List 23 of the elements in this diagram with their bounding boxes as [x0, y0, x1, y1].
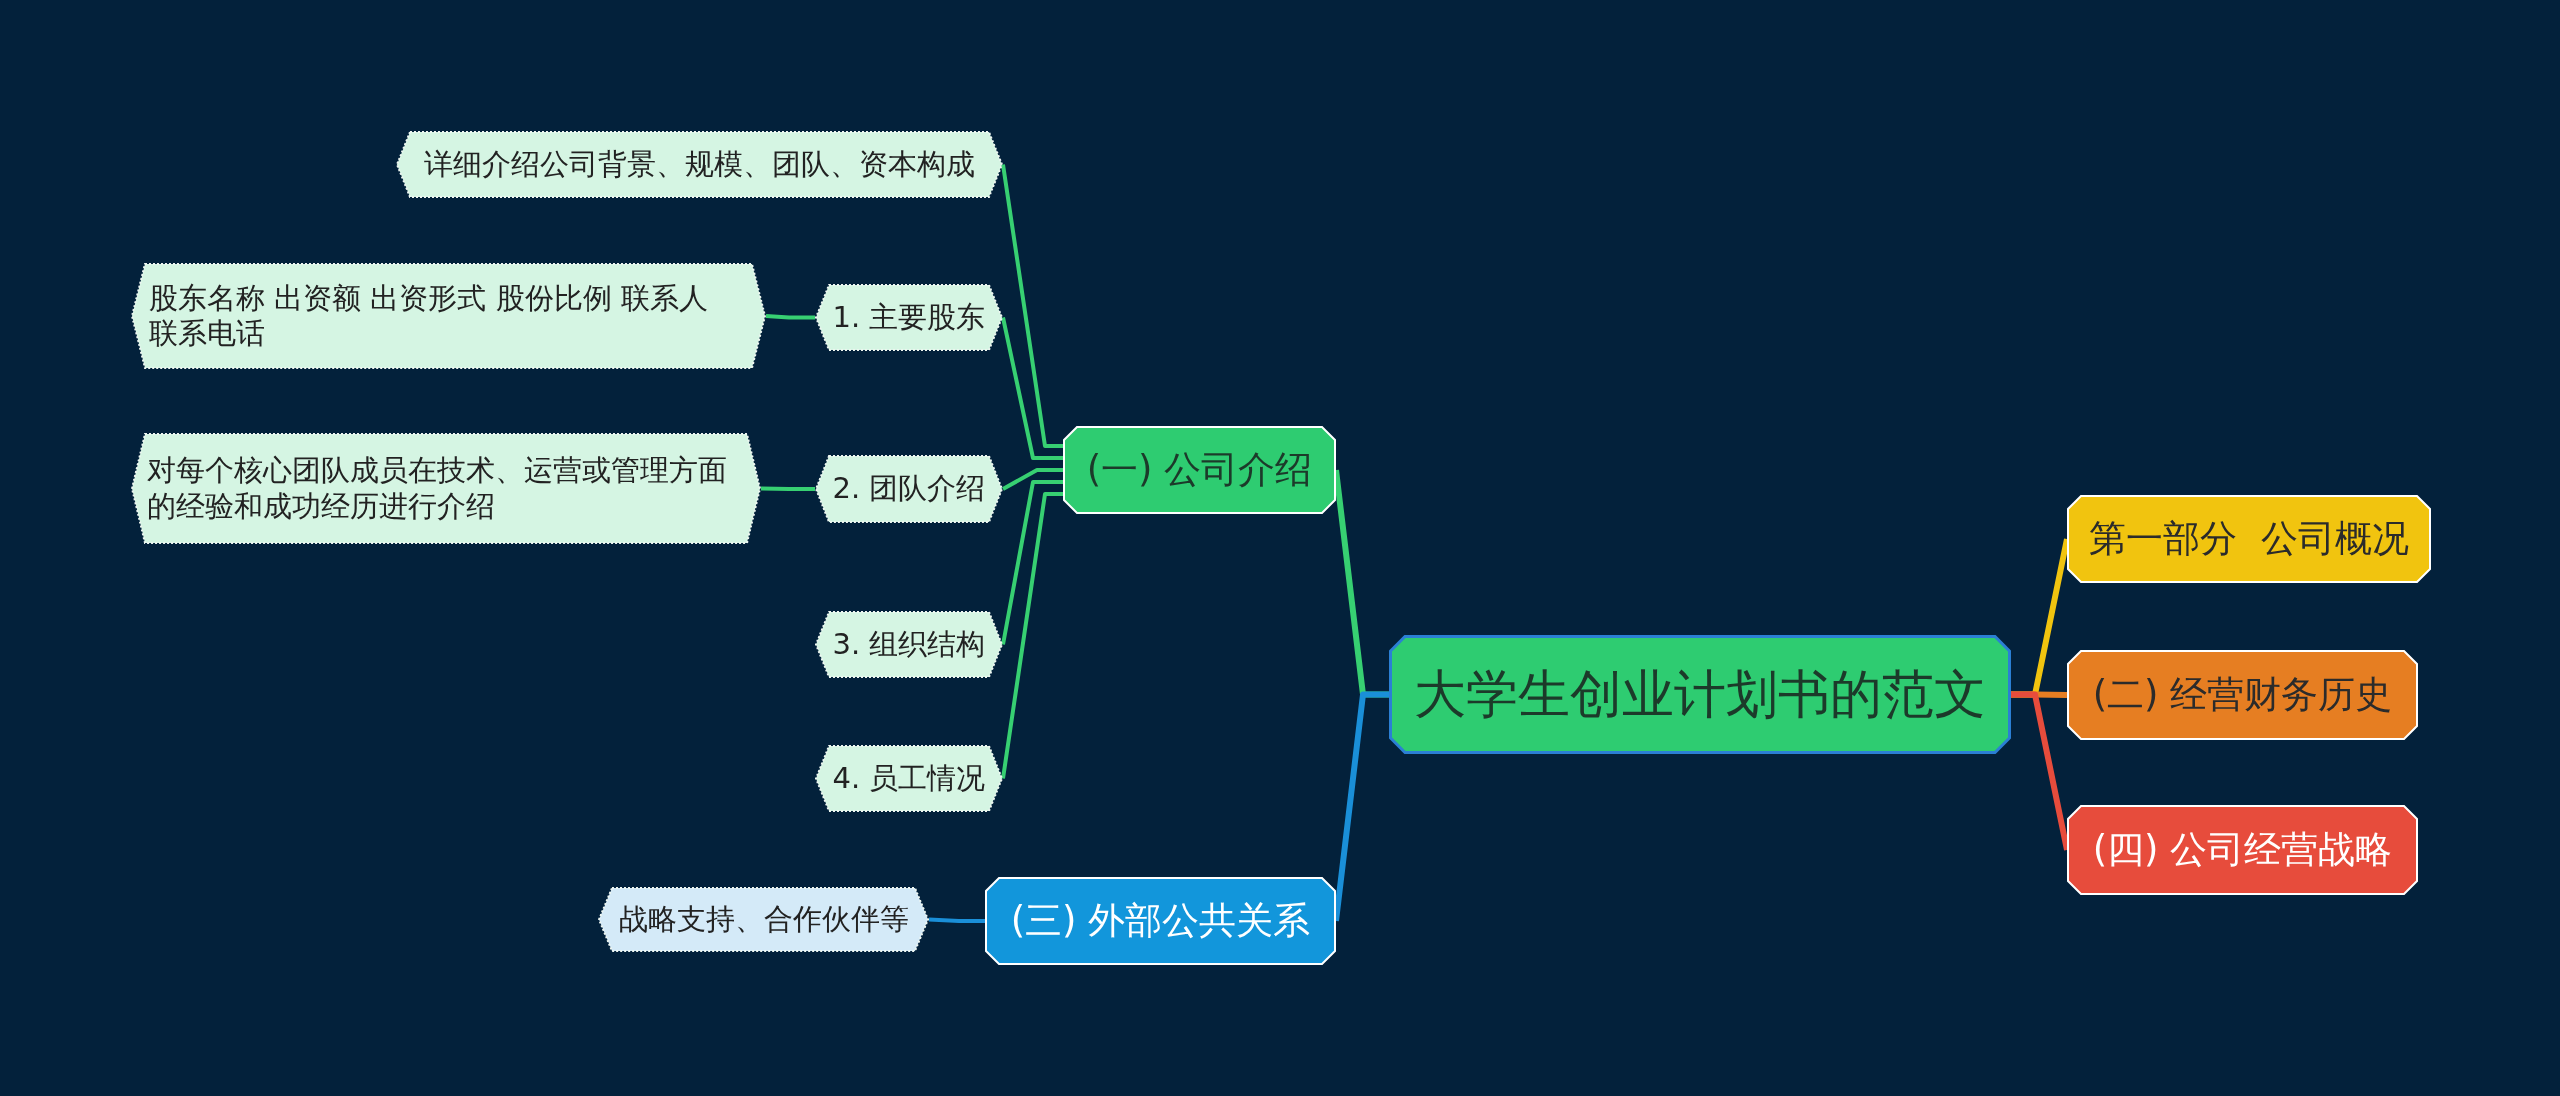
- connector-line: [760, 486, 815, 491]
- subtopic-box: 4. 员工情况: [815, 745, 1003, 812]
- topic-box: (四) 公司经营战略: [2067, 805, 2418, 895]
- connector-line: [1001, 164, 1063, 448]
- connector-line: [1001, 480, 1063, 645]
- topic-box: 第一部分 公司概况: [2067, 495, 2431, 583]
- subtopic-box: 3. 组织结构: [815, 611, 1003, 678]
- subtopic-box: 详细介绍公司背景、规模、团队、资本构成: [396, 131, 1003, 198]
- subtopic-box: 对每个核心团队成员在技术、运营或管理方面的经验和成功经历进行介绍: [131, 433, 761, 544]
- topic-box: (三) 外部公共关系: [985, 877, 1336, 965]
- connector-line: [1001, 317, 1063, 460]
- connector-line: [928, 917, 985, 923]
- subtopic-box: 股东名称 出资额 出资形式 股份比例 联系人联系电话: [131, 263, 766, 369]
- connector-line: [1002, 468, 1063, 491]
- central-topic-box: 大学生创业计划书的范文: [1389, 635, 2011, 754]
- topic-box: (二) 经营财务历史: [2067, 650, 2418, 740]
- subtopic-box: 2. 团队介绍: [815, 455, 1003, 523]
- connector-line: [1333, 691, 1389, 922]
- topic-box: (一) 公司介绍: [1063, 426, 1336, 514]
- subtopic-box: 战略支持、合作伙伴等: [598, 887, 929, 952]
- connector-line: [1001, 492, 1063, 779]
- connector-line: [765, 314, 815, 320]
- subtopic-box: 1. 主要股东: [815, 284, 1003, 351]
